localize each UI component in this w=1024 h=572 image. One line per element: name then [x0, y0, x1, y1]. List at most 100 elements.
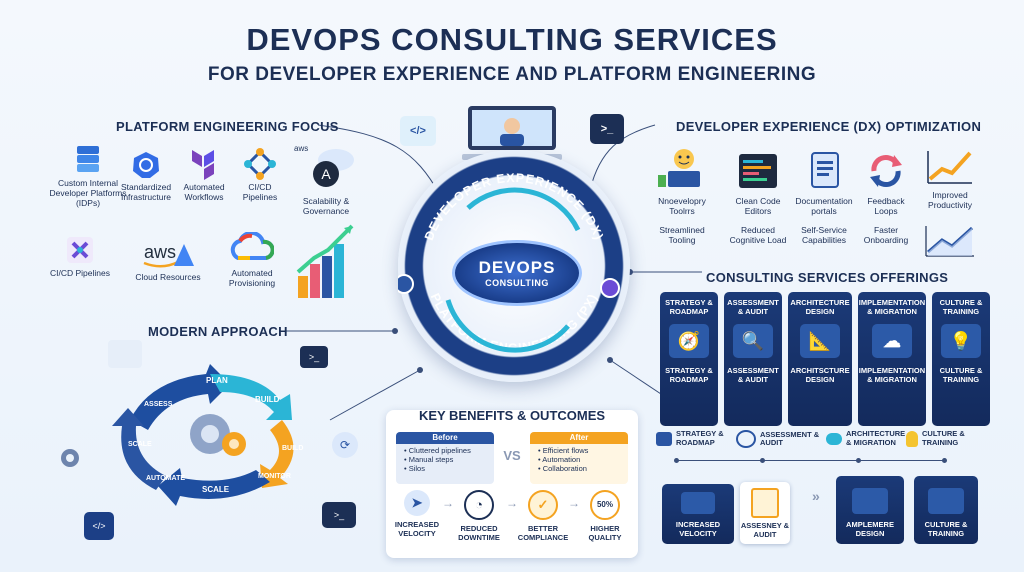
offer-card-implementation[interactable]: IMPLEMENTATION & MIGRATION ☁ IMPLEMENTAT…	[858, 292, 926, 426]
metric-downtime: ◔ REDUCED DOWNTIME	[452, 490, 506, 542]
page-title: DEVOPS CONSULTING SERVICES	[246, 22, 778, 57]
outcome-card-design[interactable]: AMPLEMERE DESIGN	[836, 476, 904, 544]
process-step-label: ARCHITECTURE & MIGRATION	[846, 429, 906, 447]
outcome-label: AMPLEMERE DESIGN	[846, 520, 894, 538]
metric-velocity: ➤ INCREASED VELOCITY	[390, 490, 444, 538]
platform-item-cicd: CI/CD Pipelines	[234, 146, 286, 202]
cloud-migration-icon: ☁	[872, 324, 912, 358]
offer-card-title: ARCHITECTURE DESIGN	[790, 298, 850, 316]
quality-badge-icon: 50%	[590, 490, 620, 520]
core-subtitle: CONSULTING	[485, 278, 549, 288]
platform-item-label: Cloud Resources	[135, 272, 201, 282]
subtitle-prefix: FOR DEVELOPER EXPERIENCE AND	[207, 64, 558, 85]
speedometer-icon: ➤	[404, 490, 430, 516]
terraform-icon	[176, 146, 232, 182]
offer-card-bottom: ARCHITSCTURE DESIGN	[790, 366, 850, 384]
timer-icon: ◔	[464, 490, 494, 520]
outcome-card-velocity[interactable]: INCREASED VELOCITY	[662, 484, 734, 544]
browser-window-icon	[108, 340, 142, 368]
outcome-card-culture[interactable]: CULTURE & TRAINING	[914, 476, 978, 544]
offer-card-bottom: STRATEGY & ROADMAP	[665, 366, 713, 384]
platform-item-label: Scalability & Governance	[302, 196, 350, 216]
offer-card-title: IMPLEMENTATION & MIGRATION	[858, 298, 926, 316]
core-title: DEVOPS	[478, 258, 556, 277]
modern-heading: MODERN APPROACH	[148, 324, 288, 339]
offer-card-bottom: CULTURE & TRAINING	[939, 366, 983, 384]
platform-heading: PLATFORM ENGINEERING FOCUS	[116, 119, 339, 134]
cycle-assess: ASSESS	[144, 401, 173, 408]
dx-item-bottom: Self-Service Capabilities	[801, 225, 847, 245]
process-step-label: ASSESSMENT & AUDIT	[760, 429, 820, 447]
after-box: After • Efficient flows • Automation • C…	[530, 432, 628, 484]
platform-item-label: Automated Workflows	[183, 182, 225, 202]
dx-item-tooling: Nnoevelopry Toolrrs Streamlined Tooling	[650, 146, 714, 245]
platform-item-label: CI/CD Pipelines	[242, 182, 278, 202]
code-editor-icon	[726, 150, 790, 192]
benefits-heading: KEY BENEFITS & OUTCOMES	[418, 408, 606, 423]
offer-card-strategy[interactable]: STRATEGY & ROADMAP 🧭 STRATEGY & ROADMAP	[660, 292, 718, 426]
platform-item-label: Automated Provisioning	[228, 268, 276, 288]
aws-cloud-icon: A aws	[292, 142, 360, 194]
platform-item-label: CI/CD Pipelines	[50, 268, 110, 278]
vs-label: VS	[503, 448, 521, 463]
offer-card-architecture[interactable]: ARCHITECTURE DESIGN 📐 ARCHITSCTURE DESIG…	[788, 292, 852, 426]
dx-item-top: Clean Code Editors	[735, 196, 781, 216]
process-line	[676, 460, 946, 461]
platform-item-idp: Custom Internal Developer Platforms (IDP…	[48, 140, 128, 208]
cycle-monitor: MONITOR	[258, 473, 291, 480]
before-item: • Silos	[404, 464, 425, 473]
dx-item-bottom: Faster Onboarding	[863, 225, 909, 245]
growth-chart-icon	[920, 146, 980, 188]
growth-bars-icon	[294, 222, 358, 307]
clipboard-check-icon	[751, 488, 779, 518]
compass-icon: 🧭	[669, 324, 709, 358]
after-title: After	[530, 432, 628, 444]
terminal-small-icon: >_	[300, 346, 328, 368]
cloud-icon	[826, 432, 842, 445]
dx-item-top: Feedback Loops	[867, 196, 905, 216]
offer-card-title: ASSESSMENT & AUDIT	[727, 298, 779, 316]
offer-card-bottom: IMPLEMENTATION & MIGRATION	[858, 366, 926, 384]
offerings-cards: STRATEGY & ROADMAP 🧭 STRATEGY & ROADMAP …	[660, 292, 990, 426]
dx-item-top: Documentation portals	[795, 196, 853, 216]
offer-card-title: STRATEGY & ROADMAP	[665, 298, 713, 316]
process-step-label: STRATEGY & ROADMAP	[676, 429, 724, 447]
after-item: • Efficient flows	[538, 446, 589, 455]
dx-item-bottom: Streamlined Tooling	[659, 225, 705, 245]
platform-item-scalability: A aws Scalability & Governance	[292, 142, 360, 216]
cycle-build: BUILD	[255, 395, 280, 404]
document-icon	[792, 150, 856, 192]
terminal-icon: >_	[590, 114, 624, 144]
process-step-assessment: ASSESSMENT & AUDIT	[736, 430, 820, 448]
line-chart-icon	[922, 222, 978, 265]
outcome-label: CULTURE & TRAINING	[924, 520, 968, 538]
dx-item-editors: Clean Code Editors Reduced Cognitive Loa…	[726, 150, 790, 245]
arrow-icon: →	[506, 496, 518, 510]
terminal-bottom-icon: >_	[322, 502, 356, 528]
modern-cycle-diagram: PLAN BUILD BUILD MONITOR SCALE SCALE AUT…	[112, 364, 303, 506]
outcome-card-audit[interactable]: ASSESNEY & AUDIT	[740, 482, 790, 544]
before-item: • Cluttered pipelines	[404, 446, 471, 455]
metric-quality: 50% HIGHER QUALITY	[578, 490, 632, 542]
cycle-scale: SCALE	[202, 485, 230, 494]
process-step-culture: CULTURE & TRAINING	[906, 429, 974, 447]
devops-core: DEVOPS CONSULTING	[452, 240, 582, 306]
offer-card-culture[interactable]: CULTURE & TRAINING 💡 CULTURE & TRAINING	[932, 292, 990, 426]
platform-item-cicd-2: CI/CD Pipelines	[48, 232, 112, 278]
team-icon	[928, 488, 964, 514]
arrow-icon: →	[442, 496, 454, 510]
code-tag-icon: </>	[400, 116, 436, 146]
offer-card-assessment[interactable]: ASSESSMENT & AUDIT 🔍 ASSESSMENT & AUDIT	[724, 292, 782, 426]
developer-laptop-icon	[650, 146, 714, 192]
sync-icon: ⟳	[332, 432, 358, 458]
cycle-scale-2: SCALE	[128, 441, 152, 448]
dx-item-feedback: Feedback Loops Faster Onboarding	[856, 150, 916, 245]
svg-text:A: A	[321, 166, 331, 182]
cycle-automate: AUTOMATE	[146, 475, 185, 482]
audit-icon	[736, 430, 756, 448]
offerings-heading: CONSULTING SERVICES OFFERINGS	[706, 270, 949, 285]
process-step-architecture: ARCHITECTURE & MIGRATION	[826, 429, 912, 447]
aws-logo-icon: aws	[132, 238, 204, 272]
platform-item-cloud: aws Cloud Resources	[132, 238, 204, 282]
platform-item-workflows: Automated Workflows	[176, 146, 232, 202]
